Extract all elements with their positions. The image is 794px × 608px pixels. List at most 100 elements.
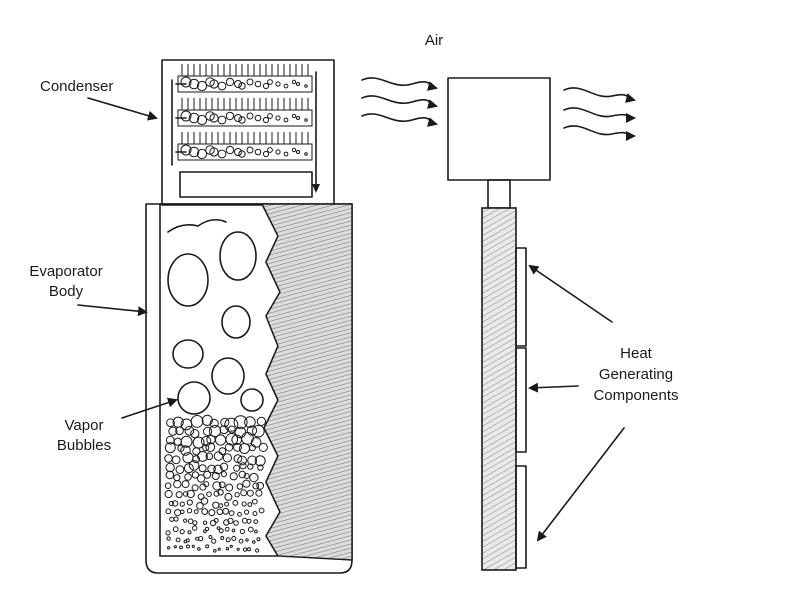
- condenser-vapor-bubble: [283, 83, 289, 89]
- vapor-bubble-small: [256, 416, 266, 426]
- vapor-bubble-small: [165, 530, 171, 536]
- vapor-bubble-small: [256, 537, 261, 542]
- vapor-bubble-small: [249, 444, 256, 452]
- vapor-bubble-small: [196, 502, 204, 510]
- air-flow-in: [361, 77, 438, 127]
- vapor-bubble-small: [254, 455, 266, 467]
- vapor-bubble-small: [256, 481, 265, 490]
- vapor-bubble-small: [217, 547, 221, 551]
- vapor-bubble-small: [175, 491, 183, 499]
- vapor-bubble-small: [188, 460, 200, 471]
- vapor-bubble-small: [233, 442, 242, 452]
- vapor-bubble-small: [171, 455, 181, 465]
- vapor-bubble-small: [233, 520, 239, 526]
- vapor-bubble-small: [182, 491, 189, 497]
- condenser-label: Condenser: [40, 78, 113, 95]
- vapor-bubble-small: [201, 414, 213, 426]
- vapor-bubble-small: [173, 437, 182, 446]
- vapor-bubble-small: [220, 536, 225, 540]
- vapor-bubble-small: [237, 511, 242, 517]
- condenser-vapor-bubble: [225, 145, 235, 155]
- vapor-bubble-small: [175, 426, 184, 436]
- heat-pointer-top: [528, 264, 613, 323]
- condenser-vapor-bubble: [246, 112, 254, 120]
- vapor-bubble-small: [236, 547, 240, 551]
- heat-exchanger-box: [447, 77, 551, 181]
- vapor-bubble-small: [224, 492, 233, 501]
- vapor-bubble-small: [252, 482, 260, 490]
- vapor-bubble-small: [164, 482, 172, 490]
- condenser-fins: [175, 64, 313, 161]
- condenser-vapor-bubble: [262, 116, 270, 124]
- vapor-bubble-small: [186, 544, 190, 549]
- condenser-vapor-bubble: [254, 148, 262, 156]
- vapor-bubble-small: [239, 528, 245, 535]
- vapor-bubble-small: [246, 518, 252, 524]
- condenser-vapor-bubble: [291, 113, 297, 119]
- condenser-vapor-bubble: [254, 80, 262, 88]
- vapor-bubble-small: [231, 528, 236, 533]
- condenser-vapor-bubble: [291, 79, 297, 85]
- condenser-vapor-bubble: [205, 111, 215, 121]
- vapor-bubble-small: [203, 529, 207, 534]
- vapor-bubble-small: [203, 470, 212, 479]
- vapor-bubble-small: [220, 471, 227, 478]
- condenser-vapor-bubble: [225, 77, 235, 87]
- vapor-bubble-small: [228, 510, 235, 516]
- vapor-bubble-small: [183, 518, 188, 523]
- vapor-bubble-small: [187, 518, 194, 525]
- evaporator-label-line2: Body: [49, 283, 84, 300]
- vapor-bubble-small: [243, 473, 250, 479]
- vapor-bubble-small: [203, 426, 213, 436]
- vapor-bubble-small: [181, 480, 190, 489]
- vapor-bubble-small: [218, 481, 226, 489]
- vapor-bubble-small: [250, 437, 262, 448]
- condenser-vapor-bubble: [254, 114, 262, 122]
- vapor-bubble-small: [251, 498, 258, 505]
- condenser-plate: [179, 171, 313, 198]
- vapor-bubble-small: [197, 451, 208, 462]
- vapor-bubble-small: [225, 537, 231, 543]
- vapor-bubble-small: [168, 500, 174, 507]
- vapor-bubble-small: [244, 416, 256, 428]
- condenser-vapor-bubble: [196, 114, 208, 126]
- vapor-bubble-small: [211, 472, 220, 480]
- evaporator-pointer: [77, 304, 148, 317]
- vapor-bubble-small: [172, 526, 179, 533]
- condenser-vapor-bubble: [188, 112, 200, 124]
- vapor-bubble-small: [217, 489, 224, 496]
- vapor-bubble-small: [241, 501, 247, 507]
- vapor-bubble-small: [225, 483, 234, 492]
- vapor-bubble-small: [202, 520, 208, 525]
- vapor-bubble-small: [180, 509, 185, 515]
- condenser-vapor-bubble: [188, 78, 200, 90]
- heat-label-line1: Heat: [620, 345, 653, 362]
- vapor-bubble-small: [164, 442, 176, 454]
- vapor-label-line2: Bubbles: [57, 437, 111, 454]
- air-arrow-in-3: [361, 113, 438, 127]
- vapor-bubble-small: [247, 463, 254, 470]
- vapor-bubble-small: [238, 538, 244, 544]
- vapor-bubble-small: [175, 465, 185, 475]
- vapor-label-line1: Vapor: [65, 417, 104, 434]
- vapor-bubble-small: [213, 451, 224, 461]
- heat-label-line3: Components: [593, 387, 678, 404]
- vapor-bubble-small: [236, 483, 244, 490]
- vapor-bubble-small: [211, 538, 217, 544]
- heat-pointer-middle: [528, 382, 579, 393]
- vapor-bubble-small: [208, 535, 213, 539]
- vapor-bubble-small: [197, 547, 201, 551]
- condenser-vapor-bubble: [283, 151, 289, 157]
- vapor-bubble-large: [177, 381, 211, 415]
- wick-structure: [260, 203, 353, 561]
- condenser-vapor-bubble: [304, 84, 308, 88]
- air-arrow-out-2: [563, 107, 636, 123]
- condenser-vapor-bubble: [217, 81, 227, 91]
- vapor-bubble-small: [202, 444, 210, 452]
- vapor-bubble-small: [242, 547, 248, 552]
- vapor-bubble-small: [191, 471, 200, 479]
- vapor-bubble-small: [238, 470, 247, 479]
- vapor-bubble-small: [246, 489, 254, 497]
- condenser-vapor-bubble: [283, 117, 289, 123]
- vapor-bubble-small: [192, 520, 198, 526]
